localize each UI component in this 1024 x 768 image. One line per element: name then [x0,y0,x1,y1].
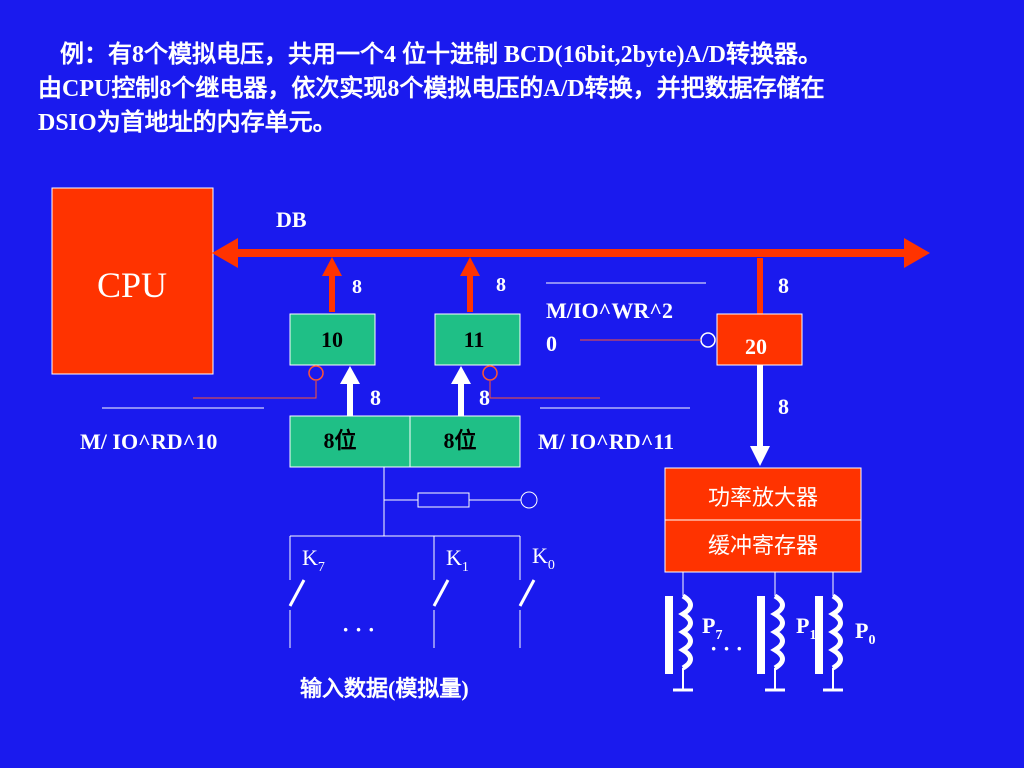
relay-p7-label: P7 [702,613,722,643]
switch-k1 [432,579,450,607]
input-left-arrow [340,366,360,416]
relay-p1-label: P1 [796,613,816,643]
switch-k7-label: K7 [302,545,325,575]
width-label-in-left: 8 [370,385,381,410]
width-label-in-right: 8 [479,385,490,410]
width-label-port10: 8 [352,276,362,298]
relay-p0-label: P0 [855,618,875,648]
input-right-arrow [451,366,471,416]
input-left-label: 8位 [323,428,356,453]
cpu-label: CPU [97,265,167,305]
switch-k0-label: K0 [532,543,555,573]
description-line-1: 例：有8个模拟电压，共用一个4 位十进制 BCD(16bit,2byte)A/D… [60,42,822,68]
rd11-signal-line [489,381,600,399]
bus-label: DB [276,207,307,232]
port-11-box [434,313,521,366]
wr20-label-line1: M/IO^WR^2 [546,298,673,323]
relay-wiring [682,572,834,596]
switch-k7 [288,579,306,607]
rd10-signal-line [193,381,317,399]
port10-to-bus-arrow [322,257,342,312]
relay-p1-coil [757,593,785,692]
port10-enable-bubble [308,365,324,381]
input-right-label: 8位 [443,428,476,453]
input-wiring [289,467,538,648]
port-10-box [289,313,376,366]
rd10-label: M/ IO^RD^10 [80,429,217,454]
width-label-port11: 8 [496,274,506,296]
port-11-label: 11 [464,327,485,352]
width-label-port20: 8 [778,273,789,298]
amp-label-line2: 缓冲寄存器 [708,533,818,558]
port-20-label: 20 [745,334,767,359]
description-line-3: DSIO为首地址的内存单元。 [38,110,337,136]
problem-description: 例：有8个模拟电压，共用一个4 位十进制 BCD(16bit,2byte)A/D… [38,38,998,140]
wr20-label-line2: 0 [546,331,557,356]
rd11-label: M/ IO^RD^11 [538,429,674,454]
switch-ellipsis: · · · [342,617,375,642]
switch-k0 [518,579,536,607]
port11-enable-bubble [482,365,498,381]
port20-enable-bubble [700,332,716,348]
description-line-2: 由CPU控制8个继电器，依次实现8个模拟电压的A/D转换，并把数据存储在 [38,76,825,102]
data-bus [212,238,930,268]
relay-p0-coil [815,593,843,692]
port11-to-bus-arrow [460,257,480,312]
input-register-box [289,415,521,468]
port-10-label: 10 [321,327,343,352]
amp-label-line1: 功率放大器 [708,485,818,510]
relay-p7-coil [665,593,693,692]
input-data-caption: 输入数据(模拟量) [300,676,469,701]
port20-to-amp-arrow [750,365,770,466]
switch-k1-label: K1 [446,545,469,575]
width-label-out: 8 [778,394,789,419]
cpu-block [51,187,214,375]
relay-ellipsis: · · · [710,636,743,661]
